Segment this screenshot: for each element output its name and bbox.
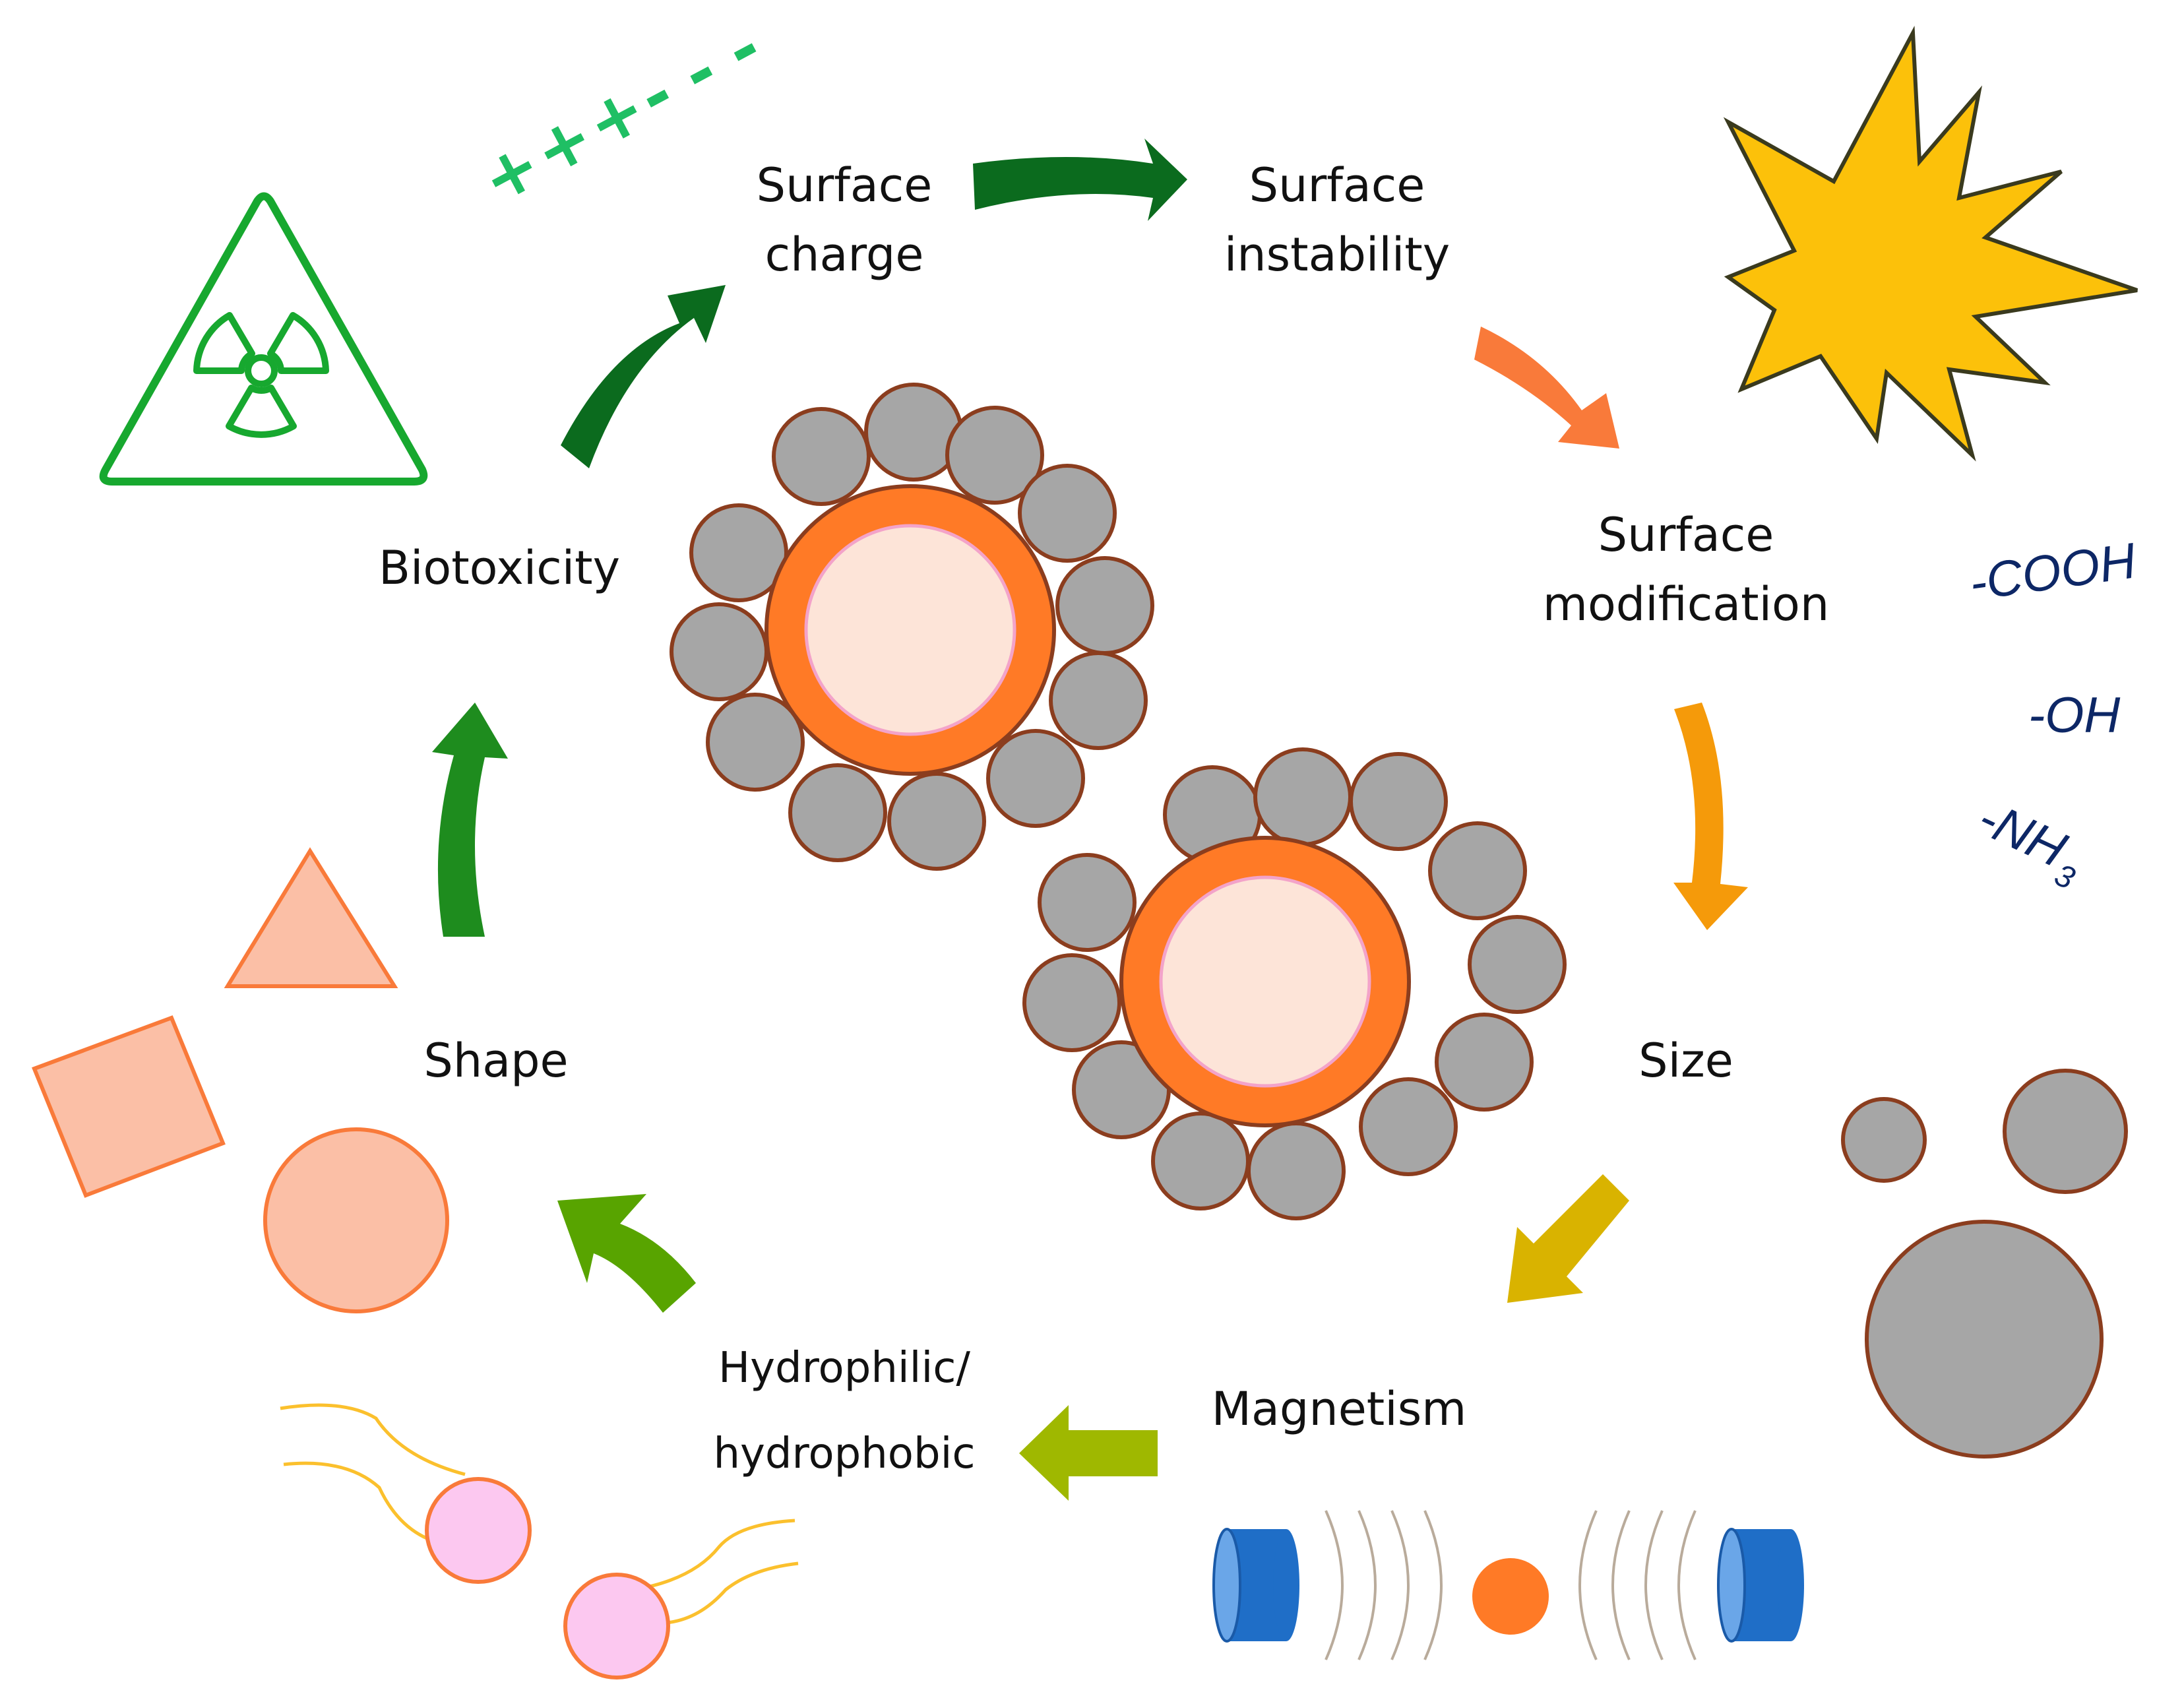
label-surface-charge-line2: charge <box>765 228 924 282</box>
magnet-icon <box>1212 1510 1804 1660</box>
arrow-shape-to-biotoxicity <box>432 703 508 937</box>
nh3-group: -NH <box>1970 790 2074 878</box>
small-particle-icon <box>1841 1097 1927 1183</box>
oh-group: -OH <box>2028 687 2120 743</box>
cycle-arrows <box>432 139 1748 1501</box>
arrow-hydrophilic-to-shape <box>557 1194 696 1313</box>
label-surface-modification-line2: modification <box>1543 577 1829 631</box>
label-surface-instability: Surface <box>1249 158 1425 212</box>
arrow-size-to-magnetism <box>1507 1174 1629 1303</box>
label-size: Size <box>1638 1034 1733 1088</box>
minus-sign-3: - <box>713 9 774 90</box>
charge-signs: + + + - - - <box>468 9 773 220</box>
hydrophilic-head-2 <box>563 1573 670 1680</box>
nanoparticle-upper <box>670 383 1154 871</box>
nanoparticle-icon <box>670 383 1567 1220</box>
arrow-modification-to-size <box>1673 703 1748 930</box>
label-surface-instability-line2: instability <box>1224 228 1450 282</box>
magnetic-particle <box>1472 1558 1549 1635</box>
circle-shape-icon <box>263 1127 449 1313</box>
label-magnetism: Magnetism <box>1212 1382 1467 1436</box>
minus-sign-2: - <box>670 32 730 113</box>
large-particle-icon <box>1865 1220 2104 1459</box>
square-shape-icon <box>32 1015 226 1198</box>
label-surface-charge: Surface <box>757 158 933 212</box>
arrow-instability-to-modification <box>1474 327 1619 449</box>
label-hydrophilic: Hydrophilic/ <box>718 1344 970 1393</box>
triangle-shape-icon <box>224 847 398 988</box>
medium-particle-icon <box>2003 1069 2128 1194</box>
shape-icons <box>32 847 449 1313</box>
radiation-warning-icon <box>99 192 428 486</box>
explosion-star-icon <box>1723 26 2138 462</box>
amphiphile-icon <box>280 1403 799 1680</box>
hydrophilic-head-1 <box>425 1477 532 1584</box>
arrow-surface-charge-to-instability <box>973 139 1187 221</box>
label-shape: Shape <box>423 1034 568 1088</box>
property-labels: Surface charge Surface instability Surfa… <box>379 158 1829 1478</box>
cooh-group: -COOH <box>1966 532 2140 611</box>
functional-groups: -COOH -OH -NH 3 <box>1966 532 2140 896</box>
label-surface-modification: Surface <box>1598 508 1774 562</box>
label-biotoxicity: Biotoxicity <box>379 541 620 595</box>
arrow-biotoxicity-to-surface-charge <box>561 285 726 468</box>
nanoparticle-lower <box>1022 747 1567 1220</box>
arrow-magnetism-to-hydrophilic <box>1019 1405 1158 1501</box>
size-circles <box>1841 1069 2128 1459</box>
label-hydrophobic: hydrophobic <box>713 1429 975 1478</box>
